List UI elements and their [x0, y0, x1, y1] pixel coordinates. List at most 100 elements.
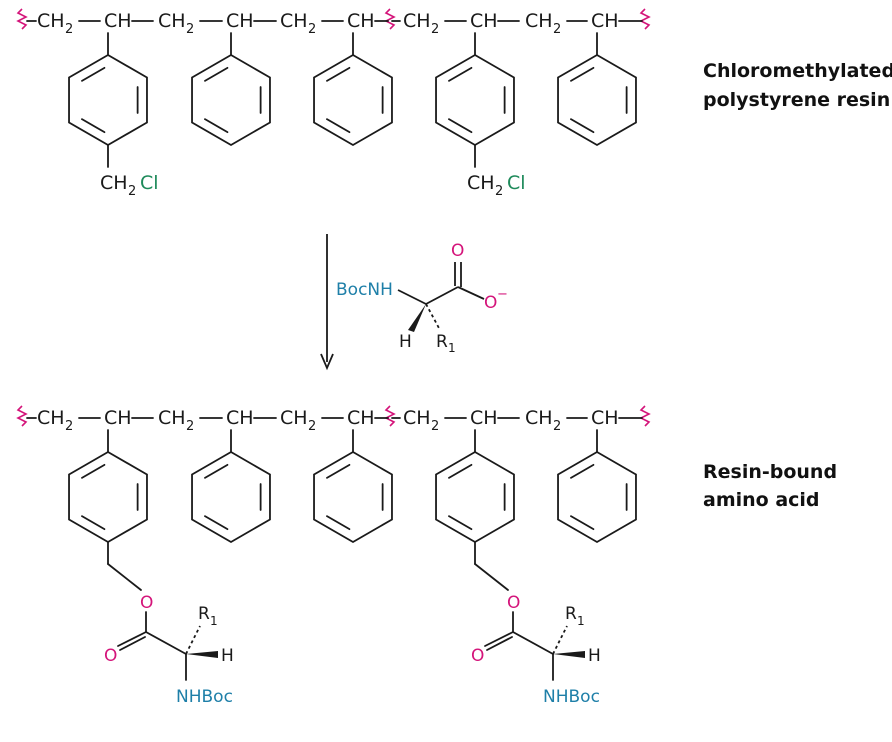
aromatic-double-bond [448, 118, 473, 134]
subscript-2: 2 [308, 419, 316, 434]
reagent-negative-charge: − [497, 287, 508, 302]
benzene-ring [68, 450, 148, 544]
ch2-group: CH [280, 407, 308, 429]
ester-oxygen: O [140, 593, 153, 613]
aromatic-double-bond [81, 118, 106, 134]
nhboc-group: NHBoc [543, 687, 600, 707]
aromatic-double-bond [326, 118, 351, 134]
benzene-ring [313, 53, 393, 147]
wedge-bond [408, 304, 426, 332]
polymer-end-squiggle [16, 405, 28, 427]
carbonyl-double-bond [484, 631, 514, 647]
aromatic-double-bond [326, 66, 351, 82]
nhboc-group: NHBoc [176, 687, 233, 707]
carbonyl-double-bond [119, 636, 146, 651]
subscript-2: 2 [431, 419, 439, 434]
ch-group: CH [591, 407, 619, 429]
aromatic-double-bond [570, 515, 595, 531]
aromatic-double-bond [570, 118, 595, 134]
subscript-2: 2 [186, 419, 194, 434]
ch2-group: CH [158, 407, 186, 429]
aromatic-double-bond [448, 515, 473, 531]
ch2-group: CH [403, 407, 431, 429]
benzene-ring [557, 450, 637, 544]
polymer-end-squiggle [16, 8, 28, 30]
aromatic-double-bond [204, 118, 229, 134]
subscript-2: 2 [553, 419, 561, 434]
polymer-end-squiggle [384, 405, 396, 427]
subscript-2: 2 [186, 22, 194, 37]
aromatic-double-bond [81, 66, 106, 82]
aromatic-double-bond [81, 515, 106, 531]
subscript-2: 2 [65, 22, 73, 37]
benzene-ring [68, 53, 148, 147]
r-subscript: 1 [577, 614, 585, 628]
benzene-ring [557, 53, 637, 147]
reagent-r: R [436, 332, 448, 352]
chlorine-atom: Cl [507, 172, 526, 194]
hash-bond [425, 303, 441, 331]
carbonyl-oxygen: O [104, 646, 117, 666]
polymer-end-squiggle [384, 8, 396, 30]
alpha-h: H [221, 646, 234, 666]
r-group: R [565, 604, 577, 624]
caption-top-line1: Chloromethylated [703, 60, 892, 82]
aromatic-double-bond [204, 515, 229, 531]
subscript-2: 2 [495, 184, 503, 199]
aromatic-double-bond [570, 463, 595, 479]
benzene-ring [435, 53, 515, 147]
aromatic-double-bond [326, 515, 351, 531]
ch2-o-bond [474, 563, 509, 591]
reaction-arrow [320, 234, 334, 371]
aromatic-double-bond [570, 66, 595, 82]
polymer-end-squiggle [639, 8, 651, 30]
ester-oxygen: O [507, 593, 520, 613]
benzene-ring [435, 450, 515, 544]
reagent-bocnh-label: BocNH [336, 280, 393, 300]
ch2-o-bond [107, 563, 142, 591]
reagent-carboxylate-o: O [484, 293, 497, 313]
benzene-ring [191, 53, 271, 147]
ch-group: CH [470, 10, 498, 32]
subscript-2: 2 [431, 22, 439, 37]
subscript-2: 2 [128, 184, 136, 199]
polymer-end-squiggle [639, 405, 651, 427]
r-subscript: 1 [210, 614, 218, 628]
carbonyl-oxygen: O [471, 646, 484, 666]
ch2-group: CH [525, 10, 553, 32]
subscript-2: 2 [308, 22, 316, 37]
alpha-carbon-bond [512, 631, 554, 655]
ch2-group: CH [525, 407, 553, 429]
aromatic-double-bond [448, 66, 473, 82]
wedge-bond [553, 651, 585, 658]
caption-bottom-line1: Resin-bound [703, 461, 837, 483]
caption-bottom-line2: amino acid [703, 489, 820, 511]
hash-bond [552, 625, 568, 655]
ch2-group: CH [280, 10, 308, 32]
aromatic-double-bond [448, 463, 473, 479]
ch2cl-group: CH [467, 172, 495, 194]
carbonyl-double-bond [486, 636, 513, 651]
hash-bond [185, 625, 201, 655]
aromatic-double-bond [204, 66, 229, 82]
ch-group: CH [347, 10, 375, 32]
boc-amino-acid-reagent: BocNH O O − H R 1 [336, 241, 508, 355]
ch2-group: CH [37, 407, 65, 429]
carbonyl-double-bond [117, 631, 147, 647]
r-group: R [198, 604, 210, 624]
wedge-bond [186, 651, 218, 658]
ch-group: CH [591, 10, 619, 32]
ch2-group: CH [158, 10, 186, 32]
ch-group: CH [226, 10, 254, 32]
reagent-h: H [399, 332, 412, 352]
ch-group: CH [104, 10, 132, 32]
aromatic-double-bond [81, 463, 106, 479]
subscript-2: 2 [553, 22, 561, 37]
ch-group: CH [347, 407, 375, 429]
alpha-h: H [588, 646, 601, 666]
ch2cl-group: CH [100, 172, 128, 194]
ch-group: CH [470, 407, 498, 429]
chlorine-atom: Cl [140, 172, 159, 194]
subscript-2: 2 [65, 419, 73, 434]
